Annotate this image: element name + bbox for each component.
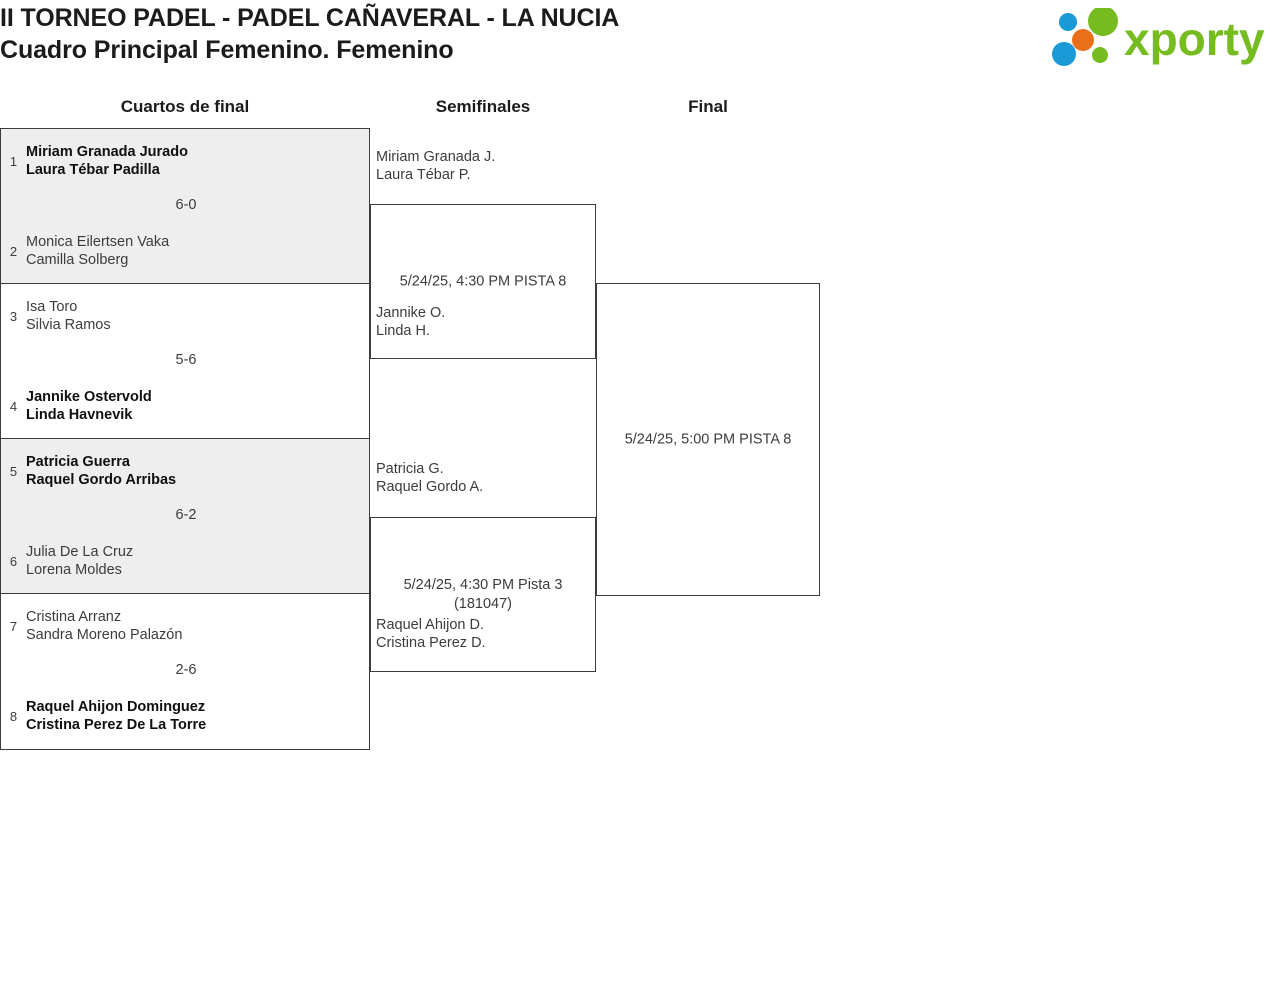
team-names: Jannike Ostervold Linda Havnevik (26, 388, 152, 424)
match-card-qf2[interactable]: 3 Isa Toro Silvia Ramos 5-6 4 Jannike Os… (1, 284, 369, 439)
logo-dot-orange (1072, 29, 1094, 51)
seed-number: 2 (9, 243, 18, 259)
match-schedule-line1: 5/24/25, 4:30 PM Pista 3 (403, 576, 563, 593)
player-name: Julia De La Cruz (26, 544, 134, 560)
team-names: Isa Toro Silvia Ramos (26, 298, 111, 334)
match-card-final[interactable]: 5/24/25, 5:00 PM PISTA 8 (596, 283, 820, 596)
player-name: Raquel Ahijon D. (376, 617, 485, 633)
team-names: Miriam Granada Jurado Laura Tébar Padill… (26, 143, 188, 179)
player-name: Linda H. (376, 323, 431, 339)
match-score: 2-6 (175, 662, 197, 678)
quarterfinals-column: 1 Miriam Granada Jurado Laura Tébar Padi… (0, 128, 370, 750)
team-names: Cristina Arranz Sandra Moreno Palazón (26, 608, 182, 644)
seed-number: 6 (9, 553, 18, 569)
team-entry-sf2-top[interactable]: Patricia G. Raquel Gordo A. (376, 460, 596, 496)
match-card-sf2[interactable]: 5/24/25, 4:30 PM Pista 3 (181047) (370, 517, 596, 672)
match-schedule-line2: (181047) (453, 595, 513, 612)
player-name: Laura Tébar P. (376, 167, 471, 183)
round-header-final: Final (688, 97, 728, 116)
team-entry[interactable]: 3 Isa Toro Silvia Ramos (1, 294, 369, 338)
team-entry[interactable]: 8 Raquel Ahijon Dominguez Cristina Perez… (1, 694, 369, 738)
player-name: Miriam Granada Jurado (26, 144, 188, 160)
team-entry[interactable]: 5 Patricia Guerra Raquel Gordo Arribas (1, 449, 369, 493)
team-entry[interactable]: 2 Monica Eilertsen Vaka Camilla Solberg (1, 229, 369, 273)
seed-number: 3 (9, 308, 18, 324)
match-card-qf3[interactable]: 5 Patricia Guerra Raquel Gordo Arribas 6… (1, 439, 369, 594)
logo-wordmark: xporty (1124, 13, 1265, 65)
player-name: Patricia Guerra (26, 454, 130, 470)
logo-dot-blue-small (1059, 13, 1077, 31)
page-title: II TORNEO PADEL - PADEL CAÑAVERAL - LA N… (0, 2, 900, 66)
match-score: 6-2 (175, 507, 197, 523)
player-name: Camilla Solberg (26, 252, 129, 268)
player-name: Linda Havnevik (26, 407, 133, 423)
player-name: Cristina Perez De La Torre (26, 717, 207, 733)
player-name: Monica Eilertsen Vaka (26, 234, 170, 250)
team-entry[interactable]: 4 Jannike Ostervold Linda Havnevik (1, 384, 369, 428)
round-header-quarterfinals: Cuartos de final (120, 97, 250, 116)
match-schedule: 5/24/25, 4:30 PM PISTA 8 (399, 273, 567, 289)
tournament-name: II TORNEO PADEL - PADEL CAÑAVERAL - LA N… (0, 4, 620, 32)
match-score: 5-6 (175, 352, 197, 368)
player-name: Isa Toro (26, 299, 78, 315)
team-names: Monica Eilertsen Vaka Camilla Solberg (26, 233, 169, 269)
logo-dot-green-small (1092, 47, 1108, 63)
xporty-logo[interactable]: xporty (1048, 8, 1276, 66)
match-schedule: 5/24/25, 4:30 PM Pista 3 (181047) (377, 576, 589, 614)
team-entry[interactable]: 1 Miriam Granada Jurado Laura Tébar Padi… (1, 139, 369, 183)
seed-number: 1 (9, 153, 18, 169)
team-entry-sf2-bottom[interactable]: Raquel Ahijon D. Cristina Perez D. (376, 616, 596, 652)
team-names: Patricia Guerra Raquel Gordo Arribas (26, 453, 176, 489)
seed-number: 8 (9, 708, 18, 724)
team-entry[interactable]: 6 Julia De La Cruz Lorena Moldes (1, 539, 369, 583)
player-name: Sandra Moreno Palazón (26, 627, 183, 643)
player-name: Miriam Granada J. (376, 149, 496, 165)
seed-number: 4 (9, 398, 18, 414)
team-entry[interactable]: 7 Cristina Arranz Sandra Moreno Palazón (1, 604, 369, 648)
round-header-semifinals: Semifinales (435, 97, 531, 116)
player-name: Cristina Arranz (26, 609, 122, 625)
player-name: Cristina Perez D. (376, 635, 486, 651)
match-card-qf4[interactable]: 7 Cristina Arranz Sandra Moreno Palazón … (1, 594, 369, 749)
team-entry-sf1-bottom[interactable]: Jannike O. Linda H. (376, 304, 596, 340)
player-name: Silvia Ramos (26, 317, 111, 333)
match-card-sf1[interactable]: 5/24/25, 4:30 PM PISTA 8 (370, 204, 596, 359)
player-name: Lorena Moldes (26, 562, 122, 578)
team-names: Raquel Ahijon Dominguez Cristina Perez D… (26, 698, 206, 734)
logo-dot-blue-large (1052, 42, 1076, 66)
logo-dot-green-large (1088, 8, 1118, 36)
team-names: Julia De La Cruz Lorena Moldes (26, 543, 133, 579)
seed-number: 5 (9, 463, 18, 479)
seed-number: 7 (9, 618, 18, 634)
team-entry-sf1-top[interactable]: Miriam Granada J. Laura Tébar P. (376, 148, 596, 184)
match-score: 6-0 (175, 197, 197, 213)
player-name: Raquel Ahijon Dominguez (26, 699, 206, 715)
player-name: Laura Tébar Padilla (26, 162, 160, 178)
match-schedule: 5/24/25, 5:00 PM PISTA 8 (624, 431, 792, 447)
player-name: Jannike O. (376, 305, 446, 321)
player-name: Raquel Gordo Arribas (26, 472, 177, 488)
player-name: Patricia G. (376, 461, 444, 477)
draw-name: Cuadro Principal Femenino. Femenino (0, 36, 454, 64)
player-name: Raquel Gordo A. (376, 479, 484, 495)
match-card-qf1[interactable]: 1 Miriam Granada Jurado Laura Tébar Padi… (1, 129, 369, 284)
player-name: Jannike Ostervold (26, 389, 152, 405)
